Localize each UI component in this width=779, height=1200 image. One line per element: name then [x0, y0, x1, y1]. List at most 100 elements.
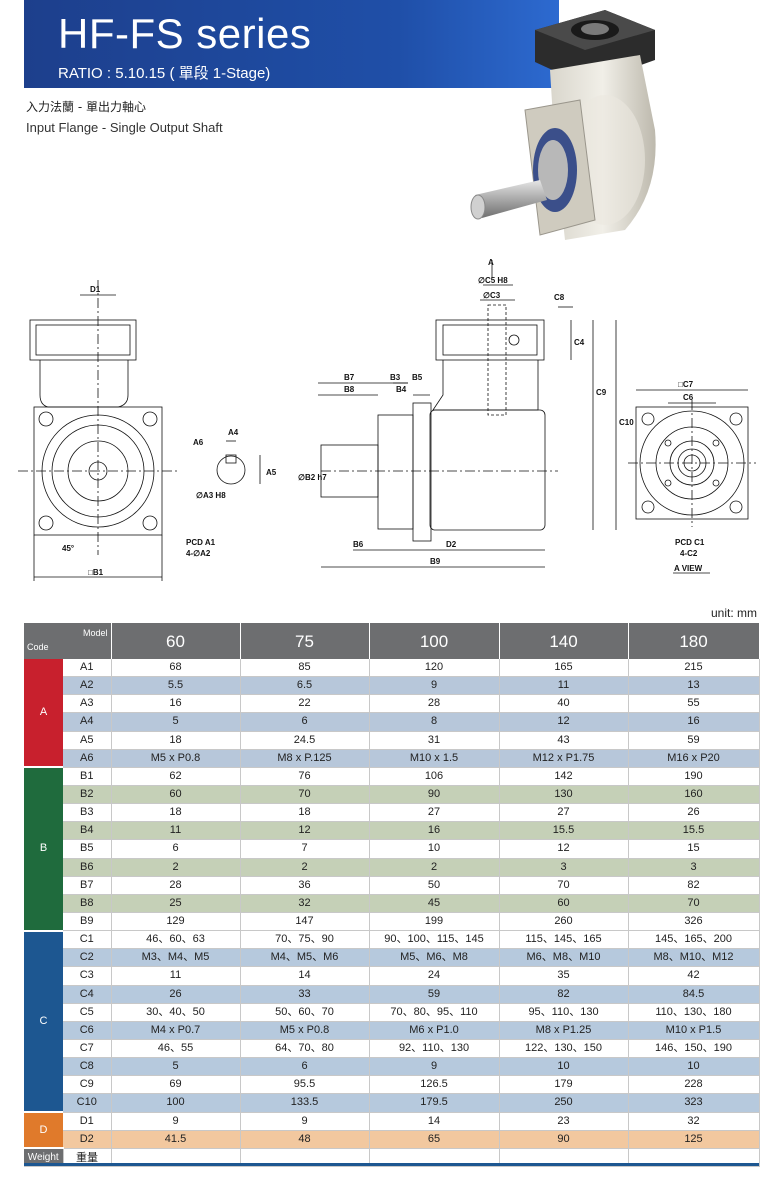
value-cell: 32: [240, 894, 370, 913]
value-cell: 42: [628, 966, 760, 986]
value-cell: 40: [499, 694, 629, 714]
weight-value-cell: [240, 1148, 370, 1168]
code-cell: B7: [63, 876, 112, 895]
ratio-label: RATIO : 5.10.15 ( 單段 1-Stage): [58, 65, 271, 82]
label-pcd-a1: PCD A1: [186, 538, 216, 547]
value-cell: 55: [628, 694, 760, 714]
value-cell: 82: [628, 876, 760, 895]
value-cell: 199: [369, 912, 500, 932]
value-cell: M8 x P1.25: [499, 1021, 629, 1040]
gearbox-product-image: [470, 10, 656, 240]
value-cell: 28: [111, 876, 241, 895]
value-cell: 22: [240, 694, 370, 714]
value-cell: 43: [499, 731, 629, 750]
value-cell: 7: [240, 839, 370, 859]
value-cell: 13: [628, 676, 760, 696]
series-title: HF-FS series: [58, 10, 312, 57]
value-cell: 122、130、150: [499, 1039, 629, 1059]
value-cell: 32: [628, 1112, 760, 1131]
value-cell: 90、100、115、145: [369, 930, 500, 950]
code-cell: C2: [63, 948, 112, 968]
code-cell: C6: [63, 1021, 112, 1040]
value-cell: 28: [369, 694, 500, 714]
label-a2: 4-∅A2: [186, 549, 211, 558]
value-cell: 16: [111, 694, 241, 714]
group-label: A: [24, 659, 63, 769]
value-cell: 260: [499, 912, 629, 932]
value-cell: 15: [628, 839, 760, 859]
value-cell: 70、80、95、110: [369, 1003, 500, 1022]
value-cell: 10: [499, 1057, 629, 1077]
value-cell: 14: [240, 966, 370, 986]
label-b2: ∅B2 h7: [298, 473, 327, 482]
label-c3: ∅C3: [483, 291, 501, 300]
code-cell: C9: [63, 1075, 112, 1095]
value-cell: 18: [111, 803, 241, 823]
label-c7: □C7: [678, 380, 694, 389]
value-cell: 6: [240, 712, 370, 732]
label-a3: ∅A3 H8: [196, 491, 226, 500]
value-cell: 6.5: [240, 676, 370, 696]
value-cell: 24.5: [240, 731, 370, 750]
label-a6: A6: [193, 438, 204, 447]
label-d1: D1: [90, 285, 101, 294]
label-b6: B6: [353, 540, 364, 549]
code-cell: C4: [63, 985, 112, 1004]
model-header: 140: [499, 623, 629, 659]
label-a-view: A VIEW: [674, 564, 703, 573]
value-cell: 125: [628, 1130, 760, 1149]
value-cell: 179: [499, 1075, 629, 1095]
group-label: D: [24, 1112, 63, 1150]
group-label: C: [24, 930, 63, 1114]
value-cell: 68: [111, 659, 241, 678]
value-cell: 90: [499, 1130, 629, 1149]
value-cell: M12 x P1.75: [499, 749, 629, 768]
code-cell: B9: [63, 912, 112, 932]
dimension-drawing: D1 A4 A6 A5 ∅A3 H8 45° □B1 PCD A1 4-∅A2 …: [18, 258, 756, 581]
value-cell: 15.5: [628, 821, 760, 841]
value-cell: 26: [628, 803, 760, 823]
value-cell: 120: [369, 659, 500, 678]
label-b4: B4: [396, 385, 407, 394]
value-cell: 46、55: [111, 1039, 241, 1059]
value-cell: 9: [111, 1112, 241, 1131]
label-b1: □B1: [88, 568, 104, 577]
value-cell: 10: [369, 839, 500, 859]
value-cell: 146、150、190: [628, 1039, 760, 1059]
value-cell: M6 x P1.0: [369, 1021, 500, 1040]
code-cell: B2: [63, 785, 112, 805]
value-cell: 27: [369, 803, 500, 823]
label-c2: 4-C2: [680, 549, 698, 558]
value-cell: 106: [369, 767, 500, 786]
value-cell: 9: [369, 1057, 500, 1077]
label-c4: C4: [574, 338, 585, 347]
series-header: HF-FS series RATIO : 5.10.15 ( 單段 1-Stag…: [24, 0, 559, 88]
model-header: 100: [369, 623, 500, 659]
weight-value-cell: [499, 1148, 629, 1168]
code-cell: A3: [63, 694, 112, 714]
value-cell: M5 x P0.8: [111, 749, 241, 768]
label-c9: C9: [596, 388, 607, 397]
value-cell: M8 x P.125: [240, 749, 370, 768]
code-cell: C8: [63, 1057, 112, 1077]
value-cell: 62: [111, 767, 241, 786]
label-angle: 45°: [62, 544, 74, 553]
value-cell: 76: [240, 767, 370, 786]
label-b7: B7: [344, 373, 355, 382]
code-cell: B3: [63, 803, 112, 823]
value-cell: 70、75、90: [240, 930, 370, 950]
value-cell: 6: [111, 839, 241, 859]
code-cell: B6: [63, 858, 112, 877]
value-cell: 64、70、80: [240, 1039, 370, 1059]
